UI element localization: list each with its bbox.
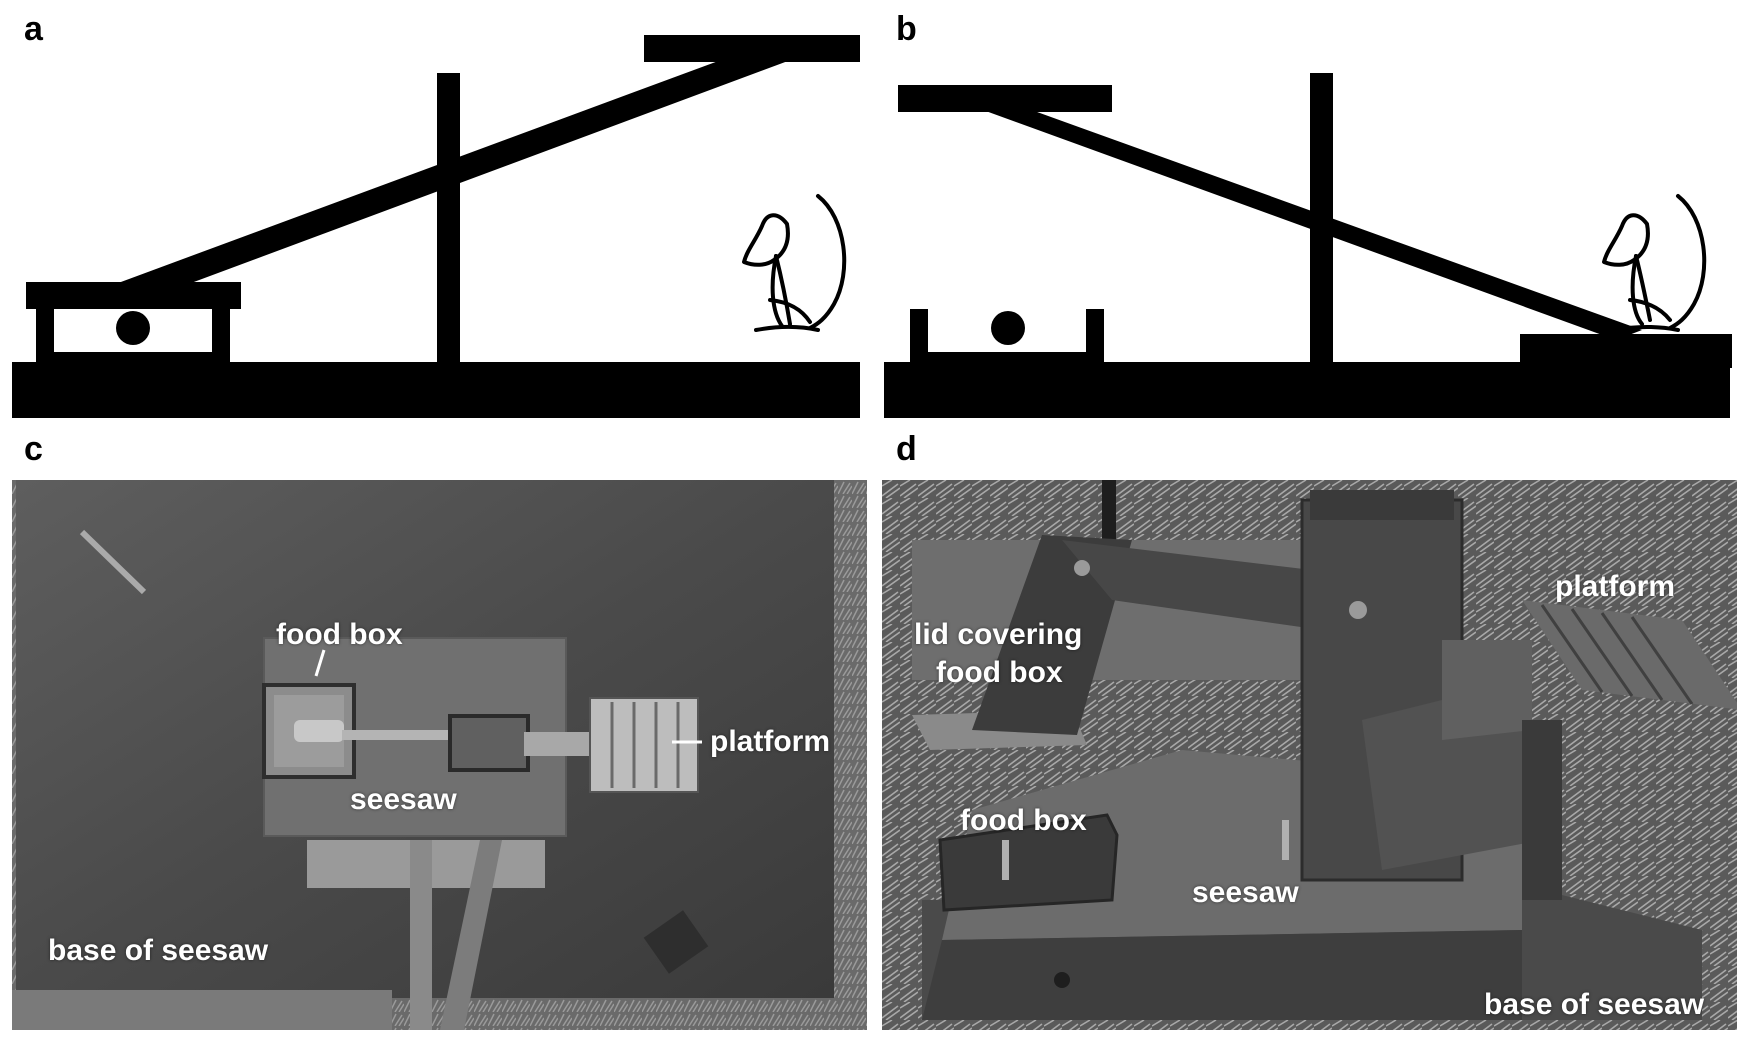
panel-letter-b: b [896,10,917,48]
platform [589,697,699,793]
seesaw-beam [950,90,1642,340]
food-pellet-icon [116,311,150,345]
lid [26,282,241,309]
label-food-box-d: food box [960,804,1087,837]
label-lid-line1-d: lid covering [914,618,1083,651]
pipe-left [410,840,432,1030]
panel-letter-a: a [24,10,43,48]
label-base-c: base of seesaw [48,934,269,967]
food-box-floor [910,352,1104,364]
label-food-box-c: food box [276,618,403,651]
diagram-a [12,35,860,418]
food-box-wall-right [1086,309,1104,365]
seesaw-bar [342,730,462,740]
photo-d-scene [882,480,1737,1030]
pipe-right [440,840,502,1030]
panel-letter-d: d [896,430,917,468]
fulcrum-post [437,73,460,365]
seesaw-beam [110,40,796,305]
mouse-icon [1602,194,1707,332]
label-platform-c: platform [710,725,830,758]
food-box-wall-left [910,309,928,365]
label-seesaw-c: seesaw [350,783,457,816]
mouse-icon [742,194,847,332]
photo-d: lid covering food box food box platform … [882,480,1737,1030]
base-block [884,362,1730,418]
food-pellet-icon [991,311,1025,345]
panel-letter-c: c [24,430,43,468]
base-block [12,362,860,418]
fulcrum-box [448,714,530,772]
food-box [938,813,1119,912]
food-box-floor [36,352,230,364]
lid [898,85,1112,112]
diagram-b [884,73,1732,418]
food-box-pointer [314,649,326,677]
platform-top [644,35,860,62]
photo-c: food box platform seesaw base of seesaw [12,480,867,1030]
food-box-wall-left [36,305,54,365]
seesaw-arm [972,535,1132,735]
photo-c-scene [12,480,867,1030]
label-seesaw-d: seesaw [1192,876,1299,909]
label-lid-line2-d: food box [936,656,1063,689]
label-platform-d: platform [1555,570,1675,603]
food-box-wall-right [212,305,230,365]
platform-block [1520,334,1732,368]
label-base-d: base of seesaw [1484,988,1705,1021]
